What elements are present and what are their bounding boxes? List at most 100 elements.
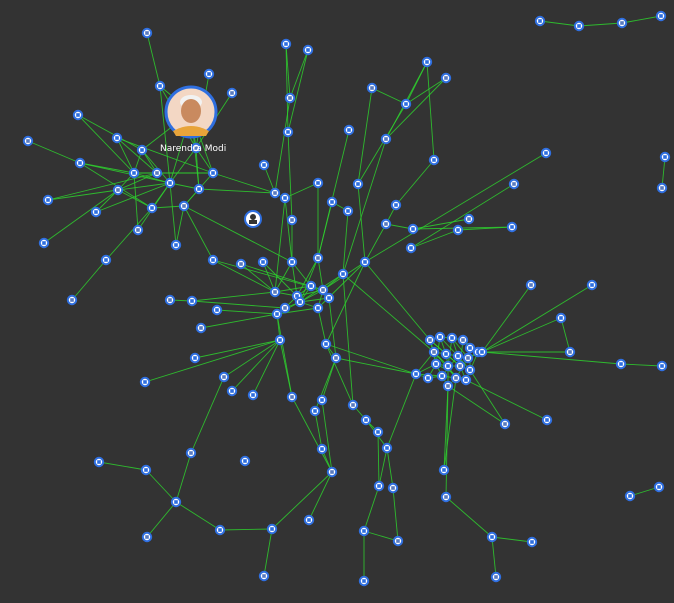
graph-node[interactable] xyxy=(534,15,546,27)
graph-node[interactable] xyxy=(460,374,472,386)
graph-node[interactable] xyxy=(410,368,422,380)
graph-node[interactable] xyxy=(405,242,417,254)
graph-node[interactable] xyxy=(190,142,202,154)
graph-node[interactable] xyxy=(463,213,475,225)
graph-node[interactable] xyxy=(170,239,182,251)
graph-node[interactable] xyxy=(305,280,317,292)
graph-node[interactable] xyxy=(337,268,349,280)
graph-node[interactable] xyxy=(442,380,454,392)
graph-node[interactable] xyxy=(421,56,433,68)
graph-node[interactable] xyxy=(400,98,412,110)
graph-node[interactable] xyxy=(446,332,458,344)
graph-node[interactable] xyxy=(464,342,476,354)
graph-node[interactable] xyxy=(279,302,291,314)
graph-node[interactable] xyxy=(312,302,324,314)
graph-node[interactable] xyxy=(440,72,452,84)
graph-node[interactable] xyxy=(258,570,270,582)
graph-node[interactable] xyxy=(139,376,151,388)
graph-node[interactable] xyxy=(141,27,153,39)
graph-node[interactable] xyxy=(347,399,359,411)
graph-node[interactable] xyxy=(211,304,223,316)
graph-node[interactable] xyxy=(294,296,306,308)
graph-node[interactable] xyxy=(42,194,54,206)
graph-node[interactable] xyxy=(330,352,342,364)
graph-node[interactable] xyxy=(186,295,198,307)
graph-node[interactable] xyxy=(93,456,105,468)
graph-node[interactable] xyxy=(151,167,163,179)
graph-node[interactable] xyxy=(326,466,338,478)
graph-node[interactable] xyxy=(203,68,215,80)
graph-node[interactable] xyxy=(326,196,338,208)
graph-node[interactable] xyxy=(428,154,440,166)
graph-node[interactable] xyxy=(316,394,328,406)
graph-node[interactable] xyxy=(508,178,520,190)
graph-node[interactable] xyxy=(140,464,152,476)
graph-node[interactable] xyxy=(312,177,324,189)
graph-node[interactable] xyxy=(90,206,102,218)
graph-node[interactable] xyxy=(424,334,436,346)
graph-node[interactable] xyxy=(193,183,205,195)
graph-node[interactable] xyxy=(72,109,84,121)
graph-node[interactable] xyxy=(247,389,259,401)
graph-node[interactable] xyxy=(146,202,158,214)
graph-node[interactable] xyxy=(271,308,283,320)
graph-node[interactable] xyxy=(185,447,197,459)
graph-node[interactable] xyxy=(540,147,552,159)
graph-node[interactable] xyxy=(66,294,78,306)
graph-node[interactable] xyxy=(195,322,207,334)
graph-node[interactable] xyxy=(380,218,392,230)
graph-node[interactable] xyxy=(136,144,148,156)
graph-node[interactable] xyxy=(280,38,292,50)
graph-node[interactable] xyxy=(284,92,296,104)
graph-node[interactable] xyxy=(541,414,553,426)
graph-node[interactable] xyxy=(438,464,450,476)
graph-node[interactable] xyxy=(656,360,668,372)
graph-node[interactable] xyxy=(303,514,315,526)
graph-node[interactable] xyxy=(309,405,321,417)
graph-node[interactable] xyxy=(316,443,328,455)
graph-node[interactable] xyxy=(450,372,462,384)
graph-node[interactable] xyxy=(462,352,474,364)
graph-node[interactable] xyxy=(407,223,419,235)
graph-node[interactable] xyxy=(392,535,404,547)
graph-node[interactable] xyxy=(464,364,476,376)
graph-node[interactable] xyxy=(358,525,370,537)
graph-node[interactable] xyxy=(286,256,298,268)
graph-node[interactable] xyxy=(390,199,402,211)
graph-node[interactable] xyxy=(128,167,140,179)
graph-node[interactable] xyxy=(452,224,464,236)
graph-node[interactable] xyxy=(239,455,251,467)
graph-node[interactable] xyxy=(286,391,298,403)
graph-node[interactable] xyxy=(428,346,440,358)
graph-node[interactable] xyxy=(616,17,628,29)
graph-node[interactable] xyxy=(269,286,281,298)
graph-node[interactable] xyxy=(207,167,219,179)
graph-node[interactable] xyxy=(659,151,671,163)
graph-node[interactable] xyxy=(312,252,324,264)
graph-node[interactable] xyxy=(373,480,385,492)
graph-node[interactable] xyxy=(422,372,434,384)
graph-node[interactable] xyxy=(387,482,399,494)
graph-node[interactable] xyxy=(269,187,281,199)
graph-node[interactable] xyxy=(486,531,498,543)
graph-node[interactable] xyxy=(22,135,34,147)
graph-node[interactable] xyxy=(454,360,466,372)
graph-node[interactable] xyxy=(111,132,123,144)
graph-node[interactable] xyxy=(476,346,488,358)
graph-node[interactable] xyxy=(317,284,329,296)
graph-node[interactable] xyxy=(266,523,278,535)
graph-node[interactable] xyxy=(656,182,668,194)
graph-node[interactable] xyxy=(372,426,384,438)
graph-node[interactable] xyxy=(381,442,393,454)
graph-node[interactable] xyxy=(352,178,364,190)
graph-node[interactable] xyxy=(226,385,238,397)
graph-node[interactable] xyxy=(457,334,469,346)
graph-node[interactable] xyxy=(302,44,314,56)
graph-node[interactable] xyxy=(154,80,166,92)
graph-node[interactable] xyxy=(226,87,238,99)
graph-node[interactable] xyxy=(38,237,50,249)
graph-node[interactable] xyxy=(323,292,335,304)
person-photo-node[interactable] xyxy=(244,210,262,228)
graph-node[interactable] xyxy=(282,126,294,138)
